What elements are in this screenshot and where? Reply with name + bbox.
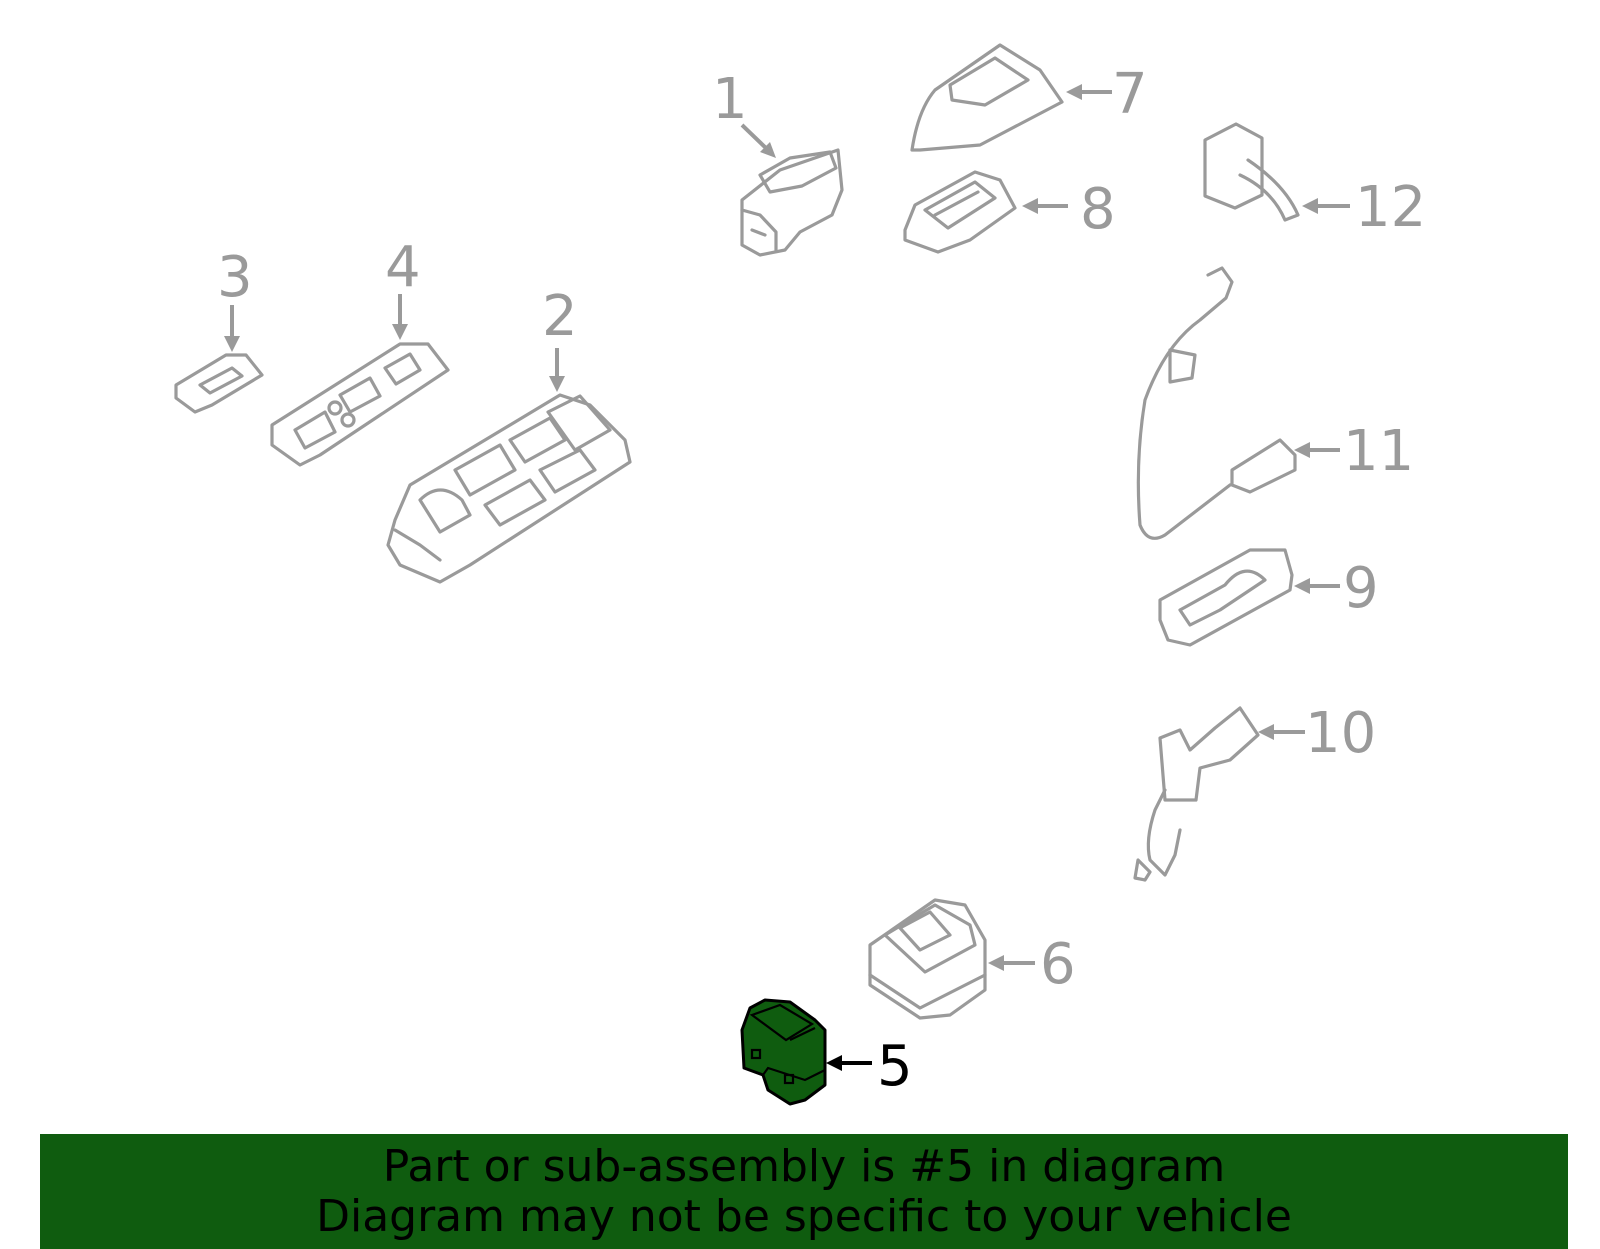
part-5-switch-highlighted[interactable] xyxy=(740,998,827,1106)
arrow-3-head xyxy=(224,336,240,352)
part-2-switch-assembly[interactable] xyxy=(386,393,632,584)
callout-7[interactable]: 7 xyxy=(1112,62,1148,127)
arrow-7-head xyxy=(1066,84,1082,100)
arrow-1-head xyxy=(760,142,776,158)
part-6-switch[interactable] xyxy=(868,898,987,1020)
callout-12[interactable]: 12 xyxy=(1355,175,1426,240)
banner-line-2: Diagram may not be specific to your vehi… xyxy=(316,1190,1292,1242)
arrow-9-head xyxy=(1294,578,1310,594)
part-1-switch[interactable] xyxy=(740,148,844,257)
callout-8[interactable]: 8 xyxy=(1080,177,1116,242)
arrow-8-head xyxy=(1022,198,1038,214)
callout-6[interactable]: 6 xyxy=(1040,932,1076,997)
part-8-bezel[interactable] xyxy=(903,170,1017,254)
part-10-sensor[interactable] xyxy=(1133,706,1260,882)
part-3-bezel[interactable] xyxy=(174,353,264,414)
callout-9[interactable]: 9 xyxy=(1343,556,1379,621)
part-9-lamp[interactable] xyxy=(1158,548,1294,647)
callout-1[interactable]: 1 xyxy=(712,67,748,132)
arrow-10-head xyxy=(1258,724,1274,740)
banner-line-1: Part or sub-assembly is #5 in diagram xyxy=(382,1140,1226,1192)
part-12-connector[interactable] xyxy=(1203,122,1300,222)
part-4-bezel[interactable] xyxy=(270,342,450,467)
arrow-2-head xyxy=(549,376,565,392)
callout-3[interactable]: 3 xyxy=(217,245,253,310)
part-7-trim[interactable] xyxy=(910,43,1064,152)
part-11-harness[interactable] xyxy=(1136,266,1297,540)
arrow-4-head xyxy=(392,324,408,340)
arrow-5-head xyxy=(826,1055,842,1071)
callout-5[interactable]: 5 xyxy=(877,1034,913,1099)
callout-10[interactable]: 10 xyxy=(1305,701,1376,766)
callout-4[interactable]: 4 xyxy=(385,235,421,300)
info-banner: Part or sub-assembly is #5 in diagram Di… xyxy=(40,1134,1568,1249)
arrow-12-head xyxy=(1302,198,1318,214)
callout-11[interactable]: 11 xyxy=(1343,419,1414,484)
arrow-1 xyxy=(740,123,770,152)
arrow-11-head xyxy=(1294,442,1310,458)
callout-2[interactable]: 2 xyxy=(542,284,578,349)
arrow-6-head xyxy=(988,955,1004,971)
